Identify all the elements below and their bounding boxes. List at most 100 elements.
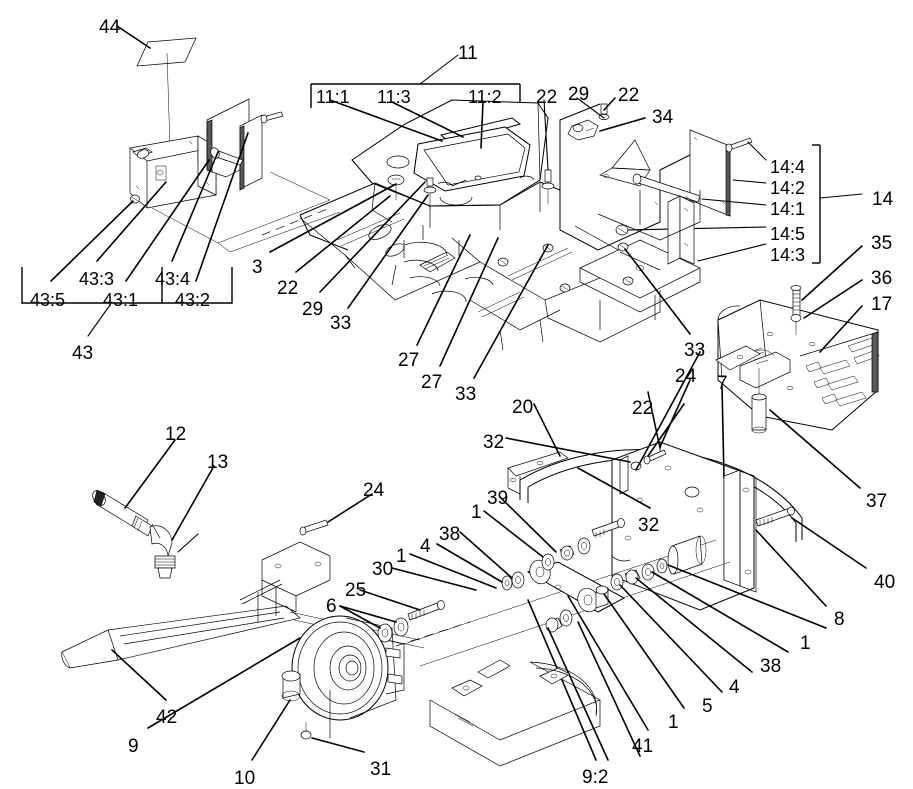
callout-34[interactable]: 34 (652, 107, 674, 128)
callout-37[interactable]: 37 (866, 491, 888, 512)
leaders-27-33-mid (416, 234, 691, 379)
callout-40[interactable]: 40 (874, 572, 896, 593)
callout-14-5[interactable]: 14:5 (770, 224, 806, 244)
callout-38[interactable]: 38 (760, 656, 782, 677)
part-14-1-rod (632, 173, 767, 206)
callout-10[interactable]: 10 (234, 768, 256, 789)
bracket-group-11 (310, 54, 521, 108)
callout-24[interactable]: 24 (363, 480, 385, 501)
callout-38[interactable]: 38 (439, 524, 461, 545)
ghost-chassis-outline (151, 171, 341, 253)
part-40-bolt (755, 506, 867, 569)
callout-14-1[interactable]: 14:1 (770, 199, 806, 219)
callout-30[interactable]: 30 (372, 559, 394, 580)
chassis-lower-midsection (469, 291, 561, 351)
part-12-hose (92, 439, 176, 537)
part-34-latch (567, 117, 646, 141)
callout-29[interactable]: 29 (302, 299, 324, 320)
callout-44[interactable]: 44 (99, 17, 121, 38)
callout-4[interactable]: 4 (420, 536, 431, 557)
callout-43-3[interactable]: 43:3 (79, 269, 115, 289)
callout-22[interactable]: 22 (632, 398, 654, 419)
callout-13[interactable]: 13 (207, 452, 229, 473)
bracket-group-43 (21, 267, 233, 337)
callout-43-4[interactable]: 43:4 (155, 269, 191, 289)
part-14-5-washer (615, 224, 767, 236)
callout-9[interactable]: 9 (128, 736, 139, 757)
part-14-4-bolt (725, 137, 767, 161)
callout-22[interactable]: 22 (618, 85, 640, 106)
callout-20[interactable]: 20 (512, 397, 534, 418)
chassis-right-deck (479, 225, 701, 343)
callout-43-2[interactable]: 43:2 (175, 290, 211, 310)
callout-1[interactable]: 1 (668, 712, 679, 733)
callout-11-2[interactable]: 11:2 (468, 87, 502, 107)
callout-29[interactable]: 29 (568, 84, 590, 105)
callout-1[interactable]: 1 (396, 546, 407, 567)
callout-5[interactable]: 5 (702, 696, 713, 717)
chassis-lower-deck (429, 659, 601, 767)
chassis-right-upper-plate (597, 190, 701, 271)
bracket-group-14 (812, 144, 863, 264)
callout-11-1[interactable]: 11:1 (316, 87, 350, 107)
callout-35[interactable]: 35 (871, 233, 893, 254)
chassis-main-frame (299, 103, 701, 251)
linkage-right-washers (595, 535, 707, 609)
callout-6[interactable]: 6 (326, 596, 337, 617)
callout-39[interactable]: 39 (487, 488, 509, 509)
part-37-spacer (751, 368, 861, 489)
callout-42[interactable]: 42 (156, 707, 178, 728)
callout-14[interactable]: 14 (872, 189, 894, 210)
callout-12[interactable]: 12 (165, 424, 187, 445)
callout-33[interactable]: 33 (330, 313, 352, 334)
callout-25[interactable]: 25 (345, 580, 367, 601)
callout-4[interactable]: 4 (729, 677, 740, 698)
part-8-rear-plate (723, 469, 827, 607)
callout-14-2[interactable]: 14:2 (770, 178, 806, 198)
callout-1[interactable]: 1 (471, 502, 482, 523)
callout-43-5[interactable]: 43:5 (30, 290, 66, 310)
callout-27[interactable]: 27 (398, 350, 420, 371)
callout-22[interactable]: 22 (277, 278, 299, 299)
part-14-3-bracket (667, 195, 767, 265)
callout-17[interactable]: 17 (871, 294, 893, 315)
leaders-linkage (409, 496, 827, 761)
callout-14-4[interactable]: 14:4 (770, 157, 806, 177)
part-43-battery-box (129, 135, 217, 209)
callout-33[interactable]: 33 (684, 340, 706, 361)
part-36-nut (790, 279, 863, 335)
linkage-lower-washers (545, 609, 573, 633)
part-43-2-divider (239, 114, 263, 191)
fasteners-chassis (387, 103, 634, 293)
callout-32[interactable]: 32 (483, 432, 505, 453)
part-14-2-panel (689, 129, 767, 217)
leaders-left-chassis (269, 181, 429, 309)
callout-36[interactable]: 36 (871, 268, 893, 289)
callout-11-3[interactable]: 11:3 (377, 87, 411, 107)
part-43-5-fastener (260, 111, 284, 124)
callout-43[interactable]: 43 (72, 343, 94, 364)
part-25-bolt (359, 589, 445, 621)
callout-1[interactable]: 1 (800, 633, 811, 654)
callout-9-2[interactable]: 9:2 (582, 767, 609, 788)
callout-41[interactable]: 41 (632, 736, 654, 757)
callout-43-1[interactable]: 43:1 (103, 290, 139, 310)
part-35-screw (790, 245, 863, 317)
part-42-handle (61, 605, 425, 701)
callout-33[interactable]: 33 (455, 384, 477, 405)
callout-11[interactable]: 11 (458, 43, 478, 64)
callout-24[interactable]: 24 (675, 366, 697, 387)
callout-14-3[interactable]: 14:3 (770, 245, 806, 265)
callout-32[interactable]: 32 (638, 515, 660, 536)
callout-22[interactable]: 22 (536, 87, 558, 108)
callout-7[interactable]: 7 (717, 373, 728, 394)
callout-31[interactable]: 31 (370, 759, 392, 780)
callout-27[interactable]: 27 (421, 372, 443, 393)
leaders-group-43 (50, 132, 249, 282)
callout-8[interactable]: 8 (834, 609, 845, 630)
part-11-2-tray (413, 126, 531, 192)
part-44-plate (116, 25, 197, 149)
callout-3[interactable]: 3 (252, 257, 263, 278)
